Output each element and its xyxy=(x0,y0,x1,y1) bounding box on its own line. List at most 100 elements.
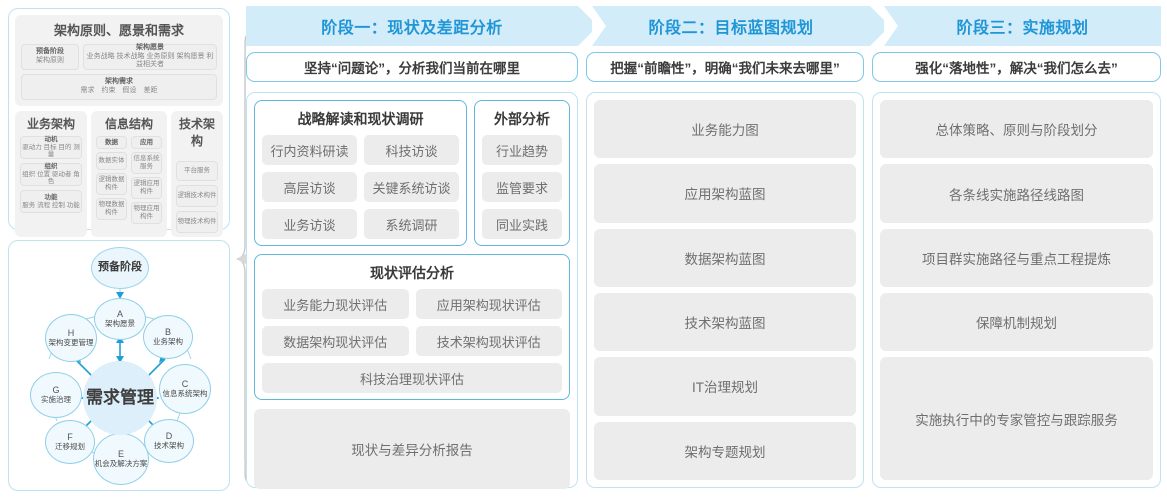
node-letter: B xyxy=(164,327,171,338)
chip-item[interactable]: 数据架构现状评估 xyxy=(262,326,409,356)
cell-sub: 信息系统服务 xyxy=(133,155,160,170)
adm-cycle-diagram: 预备阶段 A 架构愿景 B 业务架构 C 信息系统架构 D 技术架构 xyxy=(9,241,231,492)
chip-item[interactable]: 高层访谈 xyxy=(262,172,357,202)
chip-item[interactable]: 监管要求 xyxy=(482,172,562,202)
phase3-item[interactable]: 总体策略、原则与阶段划分 xyxy=(880,100,1153,159)
group-current-state-assessment: 现状评估分析 业务能力现状评估 应用架构现状评估 数据架构现状评估 技术架构现状… xyxy=(254,254,570,400)
subdomain-cell: 数据实体 xyxy=(96,152,127,170)
phase-subtitle-row: 坚持“问题论”，分析我们当前在哪里 把握“前瞻性”，明确“我们未来去哪里” 强化… xyxy=(246,52,1161,86)
subdomain-cell: 逻辑应用构件 xyxy=(131,177,162,199)
phase2-item[interactable]: IT治理规划 xyxy=(594,357,856,416)
chip-item[interactable]: 业务能力现状评估 xyxy=(262,289,409,319)
domain-information-structure: 信息结构 数据 数据实体 逻辑数据构件 xyxy=(91,111,167,237)
cell-sub: 业务战略 技术战略 业务原则 架构愿景 利益相关者 xyxy=(86,52,214,69)
phase2-item[interactable]: 技术架构蓝图 xyxy=(594,292,856,352)
cell-sub: 服务 流程 控制 功能 xyxy=(22,201,80,209)
cell-sub: 平台服务 xyxy=(184,167,210,175)
node-label: 需求管理 xyxy=(86,388,154,408)
phase-column-3: 总体策略、原则与阶段划分 各条线实施路径线路图 项目群实施路径与重点工程提炼 保… xyxy=(872,92,1161,488)
chip-item[interactable]: 关键系统访谈 xyxy=(364,172,459,202)
framework-principles-group: 架构原则、愿景和需求 预备阶段 架构原则 架构愿景 业务战略 技术战略 业务原则… xyxy=(15,15,223,106)
node-label: 实施治理 xyxy=(41,394,71,404)
framework-cell-vision: 架构愿景 业务战略 技术战略 业务原则 架构愿景 利益相关者 xyxy=(83,44,217,70)
cell-sub: 需求 约束 假设 差距 xyxy=(80,87,158,94)
domain-business-architecture: 业务架构 动机 驱动力 目标 目的 测量 组织 组织 位置 驱动者 角色 功能 … xyxy=(15,111,87,237)
domain-cell: 物理技术构件 xyxy=(176,211,218,233)
group-title: 现状评估分析 xyxy=(370,265,454,281)
phase-subtitle-3: 强化“落地性”，解决“我们怎么去” xyxy=(872,52,1161,82)
adm-node-h[interactable]: H 架构变更管理 xyxy=(45,314,97,362)
banner-bg xyxy=(592,6,870,46)
chip-item[interactable]: 科技访谈 xyxy=(364,135,459,165)
banner-bg xyxy=(246,6,578,46)
node-letter: A xyxy=(116,309,123,320)
domain-cell: 动机 驱动力 目标 目的 测量 xyxy=(20,136,82,159)
node-letter: H xyxy=(67,328,75,339)
banner-label: 阶段三：实施规划 xyxy=(956,20,1089,37)
subdomain-cell: 物理数据构件 xyxy=(96,198,127,220)
phase-banner-2[interactable]: 阶段二：目标蓝图规划 xyxy=(592,6,890,46)
adm-node-d[interactable]: D 技术架构 xyxy=(144,419,194,463)
cell-name: 功能 xyxy=(44,193,58,201)
phase2-item[interactable]: 业务能力图 xyxy=(594,100,856,159)
cell-name: 预备阶段 xyxy=(36,48,64,56)
adm-node-e[interactable]: E 机会及解决方案 xyxy=(93,433,149,485)
cell-name: 组织 xyxy=(44,162,58,170)
subdomain-head: 应用 xyxy=(131,136,162,149)
framework-title: 架构原则、愿景和需求 xyxy=(53,23,184,38)
domain-cell: 平台服务 xyxy=(176,161,218,181)
phase3-item[interactable]: 保障机制规划 xyxy=(880,293,1153,352)
phase-banner-1[interactable]: 阶段一：现状及差距分析 xyxy=(246,6,598,46)
phase3-item[interactable]: 各条线实施路径线路图 xyxy=(880,164,1153,223)
phase2-item[interactable]: 应用架构蓝图 xyxy=(594,164,856,223)
adm-node-requirements-management[interactable]: 需求管理 xyxy=(83,361,157,435)
cell-sub: 物理数据构件 xyxy=(98,201,125,216)
group-title: 外部分析 xyxy=(494,111,550,127)
chip-item[interactable]: 技术架构现状评估 xyxy=(415,326,562,356)
adm-node-b[interactable]: B 业务架构 xyxy=(143,315,193,359)
chip-item[interactable]: 行业趋势 xyxy=(482,135,562,165)
phase-subtitle-2: 把握“前瞻性”，明确“我们未来去哪里” xyxy=(586,52,864,82)
phase-subtitle-1: 坚持“问题论”，分析我们当前在哪里 xyxy=(246,52,578,82)
node-letter: C xyxy=(181,379,189,390)
cell-sub: 逻辑技术构件 xyxy=(177,192,217,200)
domain-title: 技术架构 xyxy=(178,117,215,148)
adm-node-g[interactable]: G 实施治理 xyxy=(30,372,82,418)
phase-column-1: 战略解读和现状调研 行内资料研读 科技访谈 高层访谈 关键系统访谈 业务访谈 系… xyxy=(246,92,578,489)
subdomain-cell: 逻辑数据构件 xyxy=(96,173,127,195)
phase2-item[interactable]: 数据架构蓝图 xyxy=(594,228,856,287)
subdomain-head: 数据 xyxy=(96,136,127,149)
phases-region: 阶段一：现状及差距分析 阶段二：目标蓝图规划 阶段三：实施规划 坚持“问题论”，… xyxy=(246,6,1161,494)
phase3-item[interactable]: 项目群实施路径与重点工程提炼 xyxy=(880,228,1153,288)
chip-item[interactable]: 应用架构现状评估 xyxy=(415,289,562,319)
phase2-item[interactable]: 架构专题规划 xyxy=(594,421,856,480)
framework-cell-requirements: 架构需求 需求 约束 假设 差距 xyxy=(21,74,217,100)
node-letter: G xyxy=(52,385,60,396)
node-label: 机会及解决方案 xyxy=(94,458,148,468)
node-label: 技术架构 xyxy=(154,440,184,450)
adm-node-a[interactable]: A 架构愿景 xyxy=(94,298,146,340)
framework-cell-prep: 预备阶段 架构原则 xyxy=(21,44,79,70)
subdomain-cell: 信息系统服务 xyxy=(131,152,162,174)
domain-cell: 逻辑技术构件 xyxy=(176,185,218,207)
node-label: 迁移规划 xyxy=(55,441,85,451)
phase-banner-3[interactable]: 阶段三：实施规划 xyxy=(884,6,1161,46)
phase3-item[interactable]: 实施执行中的专家管控与跟踪服务 xyxy=(880,357,1153,480)
phase1-report-chip[interactable]: 现状与差异分析报告 xyxy=(254,409,570,489)
adm-node-preliminary[interactable]: 预备阶段 xyxy=(91,247,149,289)
domain-title: 信息结构 xyxy=(104,117,153,131)
cell-sub: 逻辑数据构件 xyxy=(98,176,125,191)
group-external-analysis: 外部分析 行业趋势 监管要求 同业实践 xyxy=(474,100,570,246)
chip-item[interactable]: 科技治理现状评估 xyxy=(262,363,562,393)
chip-item[interactable]: 同业实践 xyxy=(482,209,562,239)
adm-node-c[interactable]: C 信息系统架构 xyxy=(159,364,211,414)
left-column: 架构原则、愿景和需求 预备阶段 架构原则 架构愿景 业务战略 技术战略 业务原则… xyxy=(8,8,253,492)
adm-node-f[interactable]: F 迁移规划 xyxy=(45,420,95,464)
cell-name: 架构需求 xyxy=(105,78,133,86)
chip-item[interactable]: 行内资料研读 xyxy=(262,135,357,165)
chip-item[interactable]: 系统调研 xyxy=(364,209,459,239)
cell-sub: 逻辑应用构件 xyxy=(133,180,160,195)
chip-item[interactable]: 业务访谈 xyxy=(262,209,357,239)
node-label: 架构变更管理 xyxy=(48,337,94,347)
